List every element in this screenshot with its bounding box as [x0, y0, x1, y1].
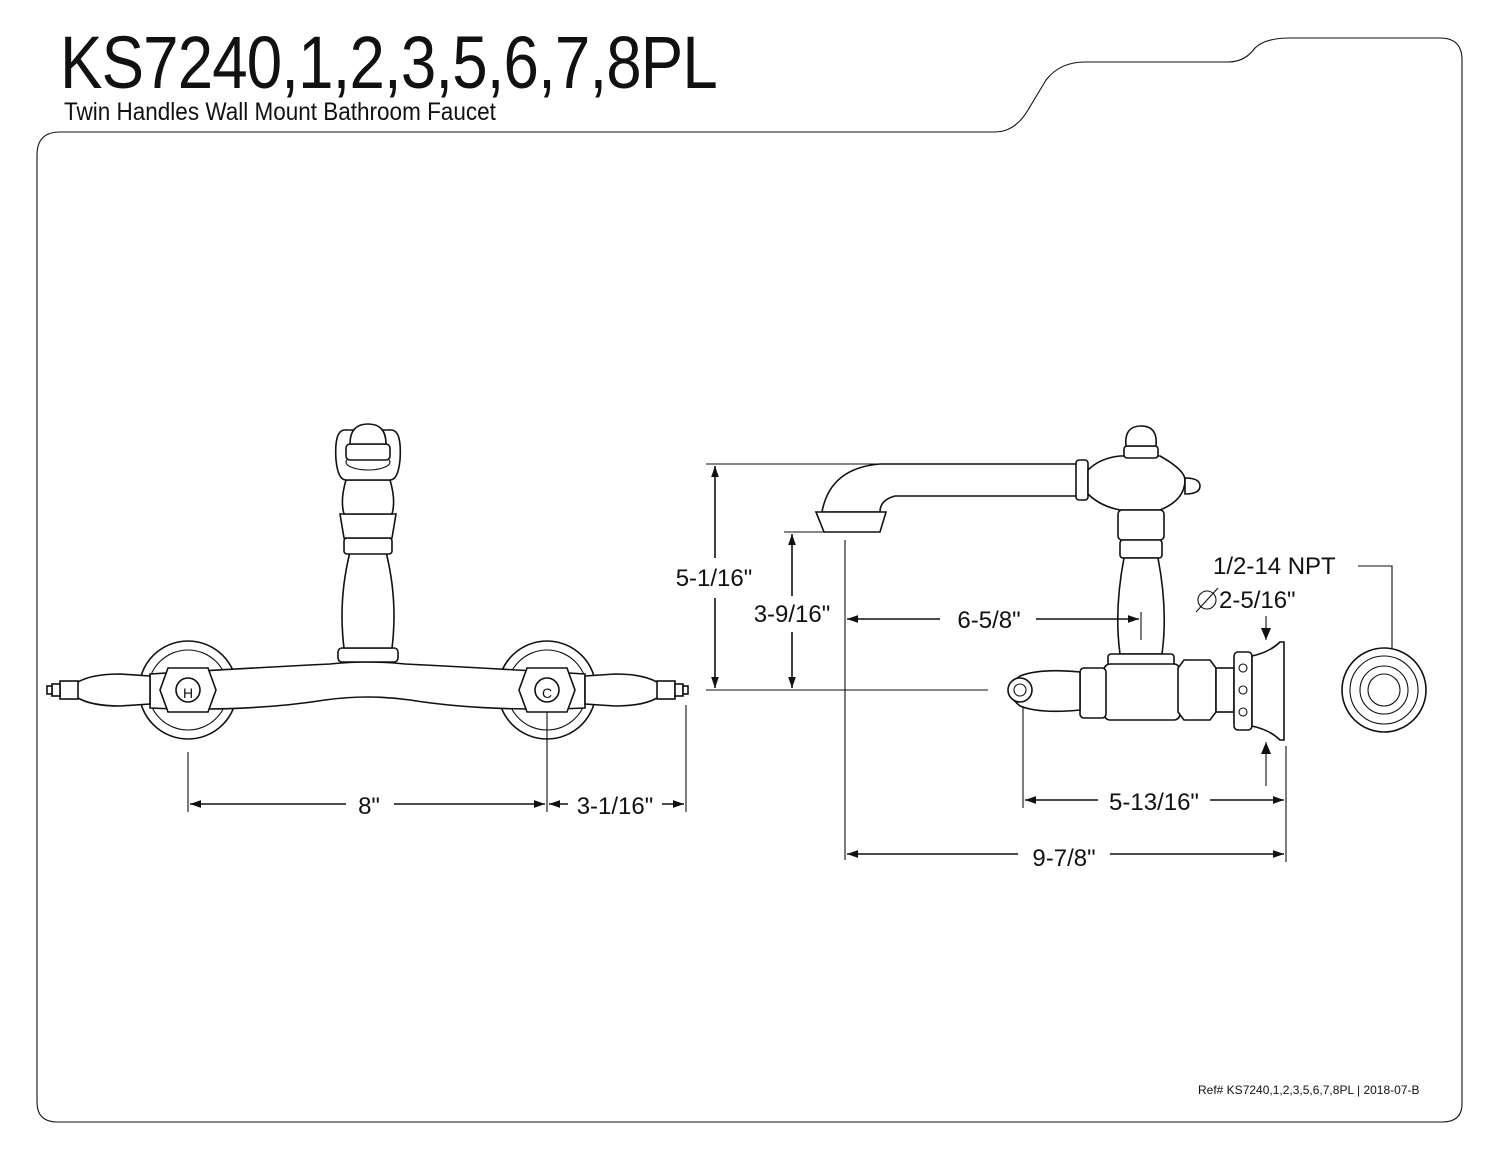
spout — [821, 463, 1083, 513]
front-dimensions — [187, 705, 687, 812]
dim-spout-top-height: 5-1/16" — [676, 565, 753, 592]
hot-marker-label: H — [183, 685, 193, 701]
faucet-body — [149, 661, 586, 710]
side-dimensions — [706, 463, 1398, 862]
product-subtitle: Twin Handles Wall Mount Bathroom Faucet — [64, 98, 496, 126]
dim-handle-to-wall: 5-13/16" — [1109, 789, 1199, 816]
dim-spout-outlet-height: 3-9/16" — [754, 601, 831, 628]
side-view — [814, 425, 1285, 741]
reference-note: Ref# KS7240,1,2,3,5,6,7,8PL | 2018-07-B — [1198, 1083, 1420, 1097]
dim-overall-depth: 9-7/8" — [1032, 845, 1095, 872]
cold-lever-handle — [584, 673, 662, 707]
dim-flange-diameter: 2-5/16" — [1219, 587, 1296, 614]
drawing-border — [36, 37, 1463, 1123]
dim-thread: 1/2-14 NPT — [1213, 553, 1336, 580]
spout-column — [341, 551, 395, 649]
dim-handle-to-end: 3-1/16" — [577, 793, 654, 820]
wall-flange-profile — [1251, 641, 1285, 741]
dim-handle-spacing: 8" — [358, 793, 380, 820]
front-view — [46, 423, 689, 740]
diameter-symbol-icon — [1197, 590, 1217, 610]
model-title: KS7240,1,2,3,5,6,7,8PL — [60, 21, 718, 104]
flange-front-view — [1341, 647, 1427, 733]
hot-lever-handle — [73, 673, 151, 707]
cold-marker-label: C — [542, 685, 552, 701]
valve-body — [1103, 663, 1181, 721]
dim-spout-reach: 6-5/8" — [957, 607, 1020, 634]
